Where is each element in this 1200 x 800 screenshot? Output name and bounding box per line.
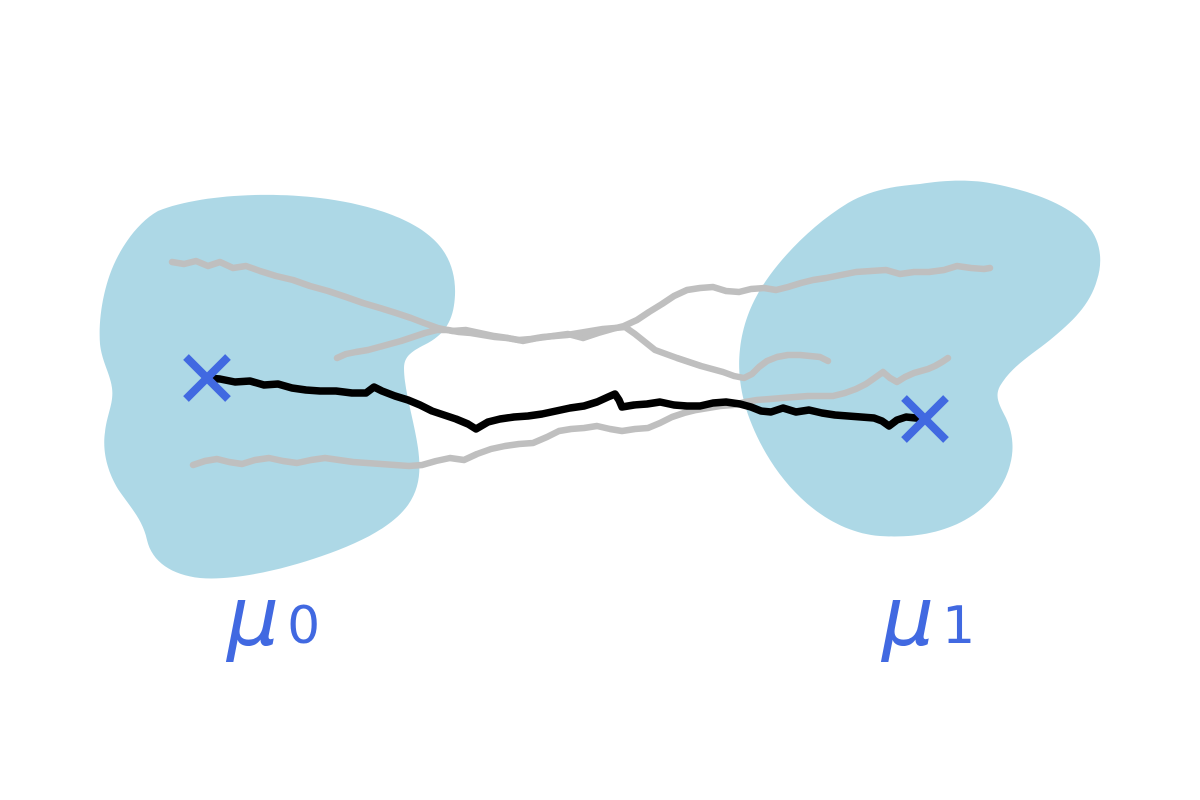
distribution-blob-mu1 xyxy=(739,180,1101,537)
mu0-symbol: μ xyxy=(225,570,279,665)
sample-path xyxy=(333,323,832,382)
x-marker-mu1-icon xyxy=(901,395,949,443)
sample-paths-layer xyxy=(168,257,994,470)
mu0-subscript: 0 xyxy=(287,596,320,656)
x-marker-mu0-icon xyxy=(183,354,231,402)
sample-path xyxy=(189,354,952,470)
highlighted-sample-path xyxy=(203,374,929,433)
mu1-subscript: 1 xyxy=(942,596,975,656)
mean-markers-layer xyxy=(183,354,949,443)
mu1-symbol: μ xyxy=(880,570,934,665)
